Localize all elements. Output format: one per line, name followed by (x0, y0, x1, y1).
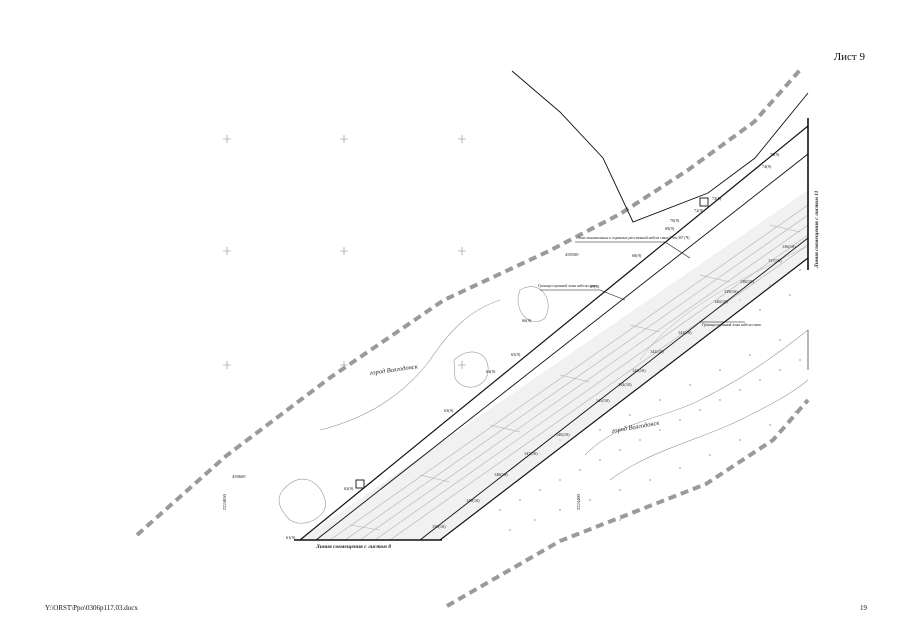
grid-label-2: 458600 (232, 474, 246, 479)
city-label-left: город Волгодонск (369, 363, 419, 377)
grid-label-1: 458500 (565, 252, 579, 257)
footer-file-path: Y:\ORST\Ppo\0306p117.03.docx (45, 604, 138, 612)
callout-cable-zone: Зона минимальных и охранных расстояний к… (578, 235, 690, 240)
grid-label-4: 2224400 (576, 494, 581, 511)
picket-label: 70(9) (670, 218, 680, 223)
picket-label: 61(9) (286, 535, 296, 540)
picket-label: 73(9) (712, 196, 722, 201)
picket-labels: 61(9) 62(9) 63(9) 64(9) 65(9) 66(9) 67(9… (286, 152, 796, 540)
callout-leaders (540, 241, 745, 323)
picket-label: 64(9) (486, 369, 496, 374)
picket-label: 146(10) (556, 432, 570, 437)
corridor-lines (294, 118, 809, 541)
picket-label: 150(10) (432, 524, 446, 529)
sheet-label: Лист 9 (833, 51, 865, 63)
picket-label: 62(9) (344, 486, 354, 491)
joint-line-bottom: Линия совмещения с листом 8 (315, 544, 391, 550)
parcel-boundary (511, 70, 809, 223)
picket-label: 144(10) (618, 382, 632, 387)
picket-label: 137(10) (768, 258, 782, 263)
picket-label: 67(9) (590, 284, 600, 289)
picket-label: 63(9) (444, 408, 454, 413)
city-label-right: город Волгодонск (611, 420, 661, 435)
picket-label: 145(10) (596, 398, 610, 403)
picket-label: 142(10) (650, 349, 664, 354)
picket-label: 65(9) (511, 352, 521, 357)
corridor-band (300, 190, 809, 541)
picket-label: 139(10) (724, 289, 738, 294)
joint-line-right: Линия совмещения с листом 11 (814, 190, 820, 269)
picket-label: 66(9) (522, 318, 532, 323)
picket-label: 138(10) (740, 279, 754, 284)
picket-label: 143(10) (632, 368, 646, 373)
callout-boundary-a: Граница охранной зоны кабеля связи (537, 283, 597, 288)
grid-label-3: 2224050 (222, 494, 227, 511)
picket-label: 72(9) (694, 208, 704, 213)
picket-label: 69(9) (665, 226, 675, 231)
picket-label: 148(10) (494, 472, 508, 477)
picket-label: 147(10) (524, 451, 538, 456)
picket-label: 68(9) (632, 253, 642, 258)
picket-label: 74(9) (762, 164, 772, 169)
dashed-boundary (135, 68, 810, 608)
picket-label: 76(9) (770, 152, 780, 157)
grid-crosses (223, 135, 466, 369)
pk-markers (355, 197, 709, 489)
callout-boundary-b: Граница охранной зоны кабеля связи (701, 322, 761, 327)
picket-label: 136(10) (782, 244, 796, 249)
picket-label: 149(10) (466, 498, 480, 503)
picket-label: 141(10) (678, 330, 692, 335)
page-number: 19 (860, 604, 867, 612)
picket-label: 140(10) (714, 299, 728, 304)
